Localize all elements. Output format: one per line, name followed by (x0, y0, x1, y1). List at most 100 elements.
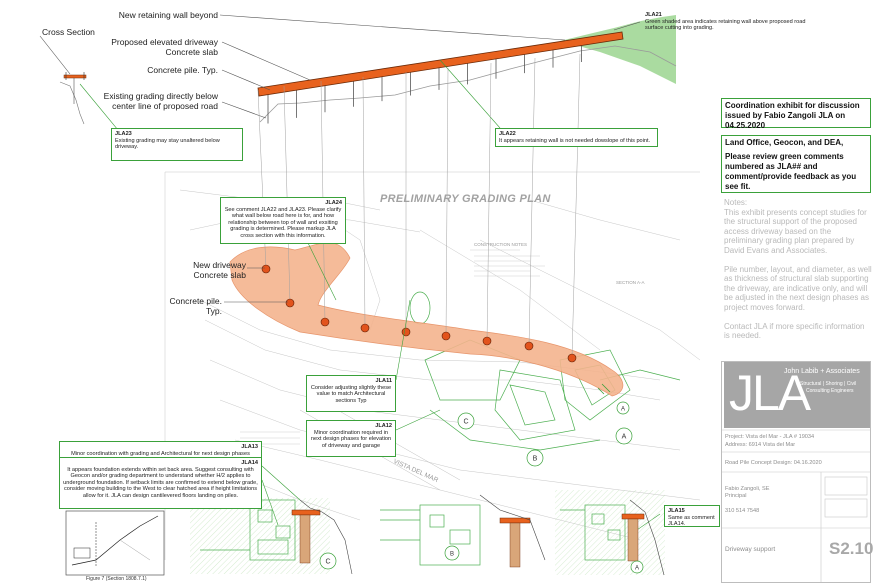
section-mark-label: C (463, 419, 468, 426)
pile-leader (486, 62, 492, 342)
section-mark: A (615, 427, 633, 445)
new-driveway-label-1: New driveway (193, 260, 246, 270)
existing-grading-label-1: Existing grading directly below (103, 91, 218, 101)
coordination-exhibit-box: Coordination exhibit for discussion issu… (721, 98, 871, 130)
plan-pile (524, 341, 534, 351)
comment-jla15: JLA15 Same as comment JLA14. (664, 505, 720, 527)
cross-section-key (59, 72, 87, 125)
section-mark: B (444, 545, 460, 561)
plan-pile (285, 298, 295, 308)
plan-pile (360, 323, 370, 333)
plan-title: PRELIMINARY GRADING PLAN (380, 193, 551, 205)
comment-jla24-text: See comment JLA22 and JLA23. Please clar… (224, 206, 342, 239)
comment-jla22-id: JLA22 (499, 131, 516, 137)
comment-jla11-text: Consider adjusting slightly these value … (310, 384, 392, 404)
comment-jla21: JLA21 Green shaded area indicates retain… (641, 9, 820, 35)
plan-pile (320, 317, 330, 327)
plan-leaders (224, 267, 288, 303)
comment-jla15-text: Same as comment JLA14. (668, 514, 715, 528)
section-mark: A (616, 401, 630, 415)
section-mark: C (319, 552, 337, 570)
section-mark: B (526, 449, 544, 467)
engineer-role: Principal (725, 493, 747, 499)
review-request-line-2: Please review green comments numbered as… (725, 152, 857, 191)
comment-jla21-id: JLA21 (645, 12, 662, 18)
figure-caption: Figure 7 (Section 1808.7.1) (86, 576, 147, 582)
plan-pile (441, 331, 451, 341)
driveway-label: Proposed elevated driveway (111, 37, 218, 47)
comment-jla21-text: Green shaded area indicates retaining wa… (645, 18, 806, 32)
plan-pile (261, 264, 271, 274)
comment-jla22: JLA22 It appears retaining wall is not n… (495, 128, 658, 147)
pile-leader (283, 85, 291, 304)
section-detail-a (555, 490, 665, 576)
engineer-name: Fabio Zangoli, SE (725, 486, 770, 492)
comment-jla14-text: It appears foundation extends within set… (63, 466, 258, 499)
company-name: John Labib + Associates (784, 368, 860, 375)
section-mark: C (457, 412, 475, 430)
section-mark-label: A (622, 434, 627, 441)
section-mark: A (630, 560, 644, 574)
retaining-wall-green-area (560, 15, 676, 84)
new-driveway-label-2: Concrete slab (193, 270, 246, 280)
pile-leaders (257, 53, 581, 359)
comment-jla23: JLA23 Existing grading may stay unaltere… (111, 128, 243, 161)
notes-paragraph-3: Contact JLA if more specific information… (724, 321, 865, 341)
comment-jla13: JLA13 Minor coordination with grading an… (59, 441, 262, 458)
section-mark-label: B (450, 552, 454, 558)
comment-jla15-id: JLA15 (668, 508, 685, 514)
pile-leader (571, 53, 581, 359)
project-line: Project: Vista del Mar - JLA # 19034 (725, 434, 815, 440)
section-detail-b (380, 494, 546, 568)
design-line: Road Pile Concept Design: 04.16.2020 (725, 460, 822, 466)
comment-jla23-text: Existing grading may stay unaltered belo… (115, 137, 220, 151)
plan-pile (401, 327, 411, 337)
comment-jla14: JLA14 It appears foundation extends with… (59, 457, 262, 509)
cross-section (59, 15, 677, 125)
notes-paragraph-2: Pile number, layout, and diameter, as we… (724, 264, 872, 312)
section-marks: C B A A C B A (319, 401, 644, 574)
comment-jla13-id: JLA13 (241, 444, 258, 450)
address-line: Address: 6914 Vista del Mar (725, 442, 796, 448)
existing-grade-line (259, 45, 677, 123)
phone-number: 310 514 7548 (725, 508, 760, 514)
setback-figure (65, 510, 165, 576)
company-services-1: Structural | Shoring | Civil (800, 381, 857, 387)
jla-logo-panel (724, 362, 870, 428)
notes-paragraph-1: This exhibit presents concept studies fo… (724, 207, 867, 255)
comment-jla13-text: Minor coordination with grading and Arch… (71, 450, 250, 457)
section-leaders (39, 14, 641, 119)
company-services-2: Consulting Engineers (806, 388, 854, 394)
comment-jla24-id: JLA24 (325, 200, 342, 206)
pile-leader (528, 57, 536, 347)
comment-jla14-id: JLA14 (241, 460, 258, 466)
slab-label: Concrete slab (165, 47, 218, 57)
plan-pile-label-1: Concrete pile. (169, 296, 222, 306)
comment-jla12: JLA12 Minor coordination required in nex… (306, 420, 396, 457)
sheet-title: Driveway support (725, 546, 776, 553)
jla-logo-text: JLA (729, 365, 811, 421)
section-detail-c (190, 498, 353, 575)
comment-jla12-id: JLA12 (375, 423, 392, 429)
comment-jla11-id: JLA11 (375, 378, 392, 384)
section-mark-label: A (621, 407, 625, 413)
driveway-slab-plan (229, 242, 624, 397)
pile-leader (362, 76, 366, 329)
existing-grading-label-2: center line of proposed road (112, 101, 218, 111)
section-mark-label: C (325, 559, 330, 566)
retaining-wall-label: New retaining wall beyond (118, 10, 218, 20)
comment-jla22-text: It appears retaining wall is not needed … (499, 137, 651, 144)
pile-group-plan (257, 53, 581, 363)
notes-panel: Notes: This exhibit presents concept stu… (724, 198, 872, 350)
plan-pile (567, 353, 577, 363)
section-mark-label: A (635, 566, 639, 572)
comment-jla24: JLA24 See comment JLA22 and JLA23. Pleas… (220, 197, 346, 244)
construction-notes-label: CONSTRUCTION NOTES (474, 242, 528, 247)
pile-label: Concrete pile. Typ. (147, 65, 218, 75)
pile-group-section (267, 45, 582, 124)
cross-section-title: Cross Section (42, 27, 95, 37)
review-request-line-1: Land Office, Geocon, and DEA, (725, 138, 844, 147)
pile-leader (445, 67, 449, 337)
plan-pile (482, 336, 492, 346)
